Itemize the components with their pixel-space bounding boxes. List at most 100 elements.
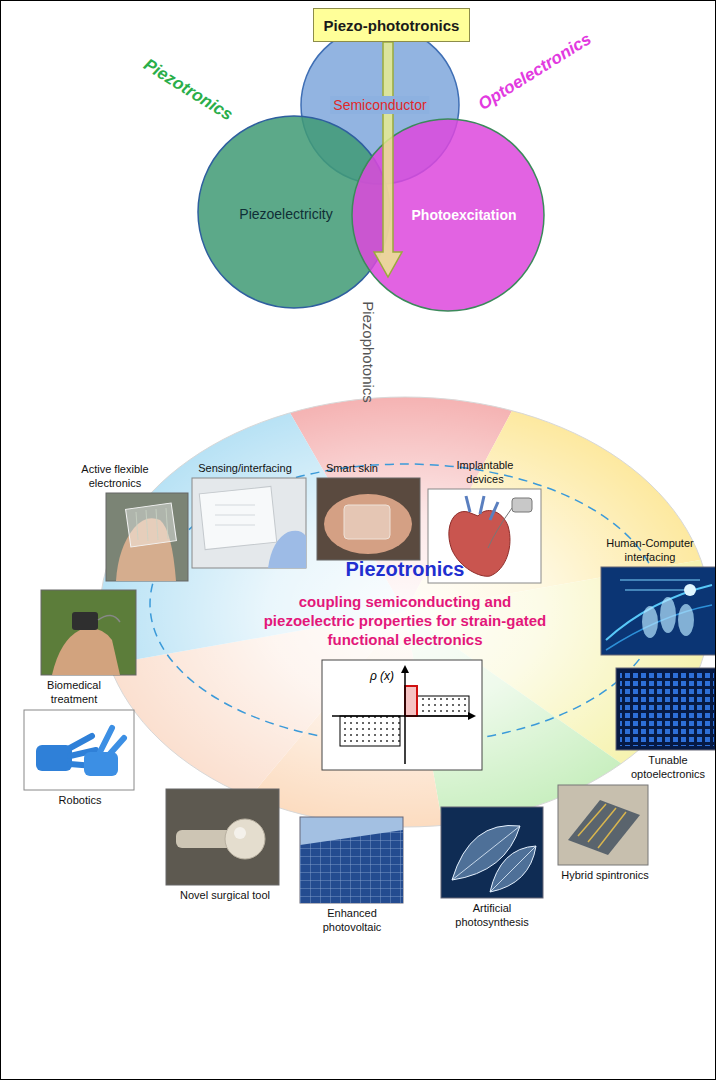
caption-holder: Novel surgical tool: [170, 888, 280, 902]
caption-holder: Implantable devices: [450, 458, 520, 486]
wire: [98, 615, 120, 622]
photo-ground: [558, 785, 648, 865]
caption-holder: Tunable optoelectronics: [623, 753, 713, 781]
photo-caption: Hybrid spintronics: [550, 868, 660, 882]
chip: [568, 800, 640, 855]
field-label: Piezotronics: [140, 55, 236, 126]
concept-box: Piezo-phototronics: [313, 8, 470, 42]
photosynthesis-photo: [441, 807, 543, 898]
skin: [324, 494, 412, 554]
light-streak: [606, 605, 712, 650]
application-ellipse: Piezotronicscoupling semiconducting and …: [100, 397, 710, 827]
photo-caption: Active flexible electronics: [70, 462, 160, 490]
finger: [660, 597, 676, 633]
caption-holder: Artificial photosynthesis: [447, 901, 537, 929]
piezo-charge: [405, 686, 417, 716]
photo-caption: Biomedical treatment: [39, 678, 109, 706]
photo-ground: [166, 789, 279, 885]
circle-label: Photoexcitation: [411, 206, 516, 224]
finger: [642, 606, 658, 638]
chip-lines: [578, 804, 626, 848]
light-streak: [606, 585, 712, 640]
glow: [684, 584, 696, 596]
photo-ground: [616, 668, 716, 750]
film: [199, 486, 276, 549]
film: [126, 503, 177, 547]
caption-holder: Active flexible electronics: [70, 462, 160, 490]
photo-ground: [441, 807, 543, 898]
photo-ground: [317, 478, 420, 560]
photo-ground: [192, 478, 306, 568]
negative-charge: [340, 716, 400, 746]
text-stack: Piezotronicscoupling semiconducting and …: [100, 557, 710, 649]
y-axis: [404, 672, 406, 764]
lead-wire: [488, 508, 512, 548]
photo-caption: Smart skin: [302, 461, 402, 475]
x-axis: [332, 715, 470, 717]
spintronics-photo: [558, 785, 648, 865]
circle-outline: [352, 119, 544, 311]
caption-holder: Biomedical treatment: [39, 678, 109, 706]
biomedical-photo: [41, 590, 136, 675]
ellipse-glow: [100, 397, 710, 827]
application-photo: Enhanced photovoltaic: [300, 817, 403, 903]
caption-holder: Robotics: [40, 793, 120, 807]
highlight: [234, 827, 246, 839]
leaf-vein: [452, 826, 536, 892]
robot-palm: [84, 752, 118, 776]
robotics-photo: [24, 710, 134, 790]
solar-panel: [300, 830, 403, 903]
sensing-photo: [192, 478, 306, 568]
ellipse-body: coupling semiconducting and piezoelectri…: [258, 592, 553, 649]
venn-circle: Piezoelectricity: [197, 115, 391, 309]
photo-caption: Enhanced photovoltaic: [312, 906, 392, 934]
dashed-ring: [150, 464, 660, 744]
application-photo: Novel surgical tool: [166, 789, 279, 885]
tool-tip: [225, 819, 265, 859]
caption-holder: Smart skin: [302, 461, 402, 475]
film: [344, 505, 390, 539]
finger: [678, 604, 694, 636]
photo-ground: [106, 493, 188, 581]
photo-caption: Novel surgical tool: [170, 888, 280, 902]
photo-caption: Human-Computer interfacing: [600, 536, 700, 564]
application-photo: Hybrid spintronics: [558, 785, 648, 865]
charge-density-plot: [322, 660, 482, 770]
field-label: Optoelectronics: [475, 29, 595, 115]
photo-caption: Robotics: [40, 793, 120, 807]
photovoltaic-photo: [300, 817, 403, 903]
photo-caption: Sensing/interfacing: [185, 461, 305, 475]
venn-circle: Semiconductor: [300, 25, 460, 185]
photo-ground: [41, 590, 136, 675]
caption-holder: Sensing/interfacing: [185, 461, 305, 475]
smart-skin-photo: [317, 478, 420, 560]
field-label: Piezophotonics: [359, 301, 377, 403]
axis-label: ρ (x): [370, 669, 394, 683]
photo-ground: [24, 710, 134, 790]
axis-head: [401, 665, 409, 673]
photo-caption: Implantable devices: [450, 458, 520, 486]
application-photo: Smart skin: [317, 478, 420, 560]
device: [72, 612, 98, 630]
box-title: Piezo-phototronics: [324, 16, 460, 35]
circle-label: Semiconductor: [330, 96, 429, 114]
led-array: [620, 672, 714, 746]
robot-palm: [36, 745, 72, 771]
application-photo: Biomedical treatment: [41, 590, 136, 675]
device: [512, 498, 532, 512]
application-photo: Active flexible electronics: [106, 493, 188, 581]
photo-ground: [300, 817, 403, 903]
surgical-tool-photo: [166, 789, 279, 885]
optoelectronics-photo: [616, 668, 716, 750]
glove: [268, 531, 306, 568]
caption-holder: Enhanced photovoltaic: [312, 906, 392, 934]
venn-circle: Photoexcitation: [351, 118, 545, 312]
application-photo: Artificial photosynthesis: [441, 807, 543, 898]
application-photo: Robotics: [24, 710, 134, 790]
photo-caption: Artificial photosynthesis: [447, 901, 537, 929]
photo-ground: [601, 567, 716, 655]
hci-photo: [601, 567, 716, 655]
